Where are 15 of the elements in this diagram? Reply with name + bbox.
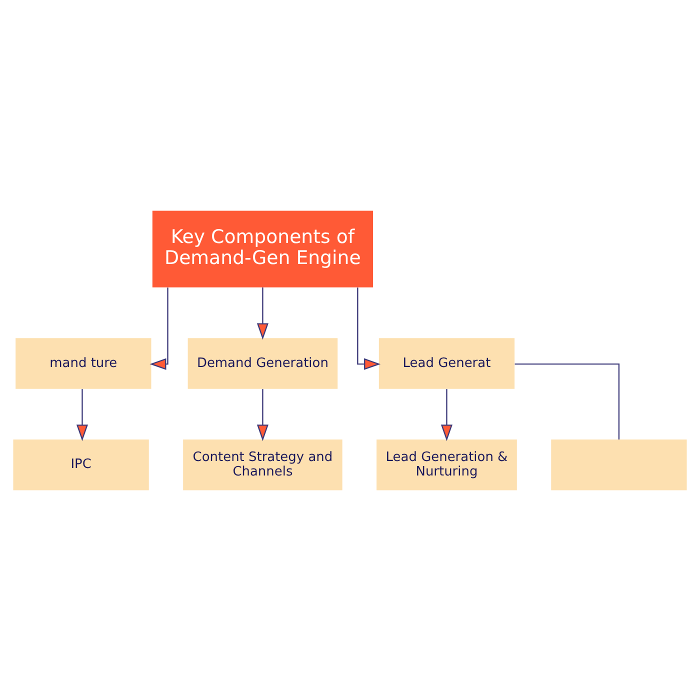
arrow xyxy=(357,287,381,370)
node-box: mand ture xyxy=(16,338,152,388)
node-box: Lead Generation & Nurturing xyxy=(376,439,517,490)
arrow xyxy=(76,388,88,441)
arrow xyxy=(150,287,168,370)
node-box: Key Components of Demand-Gen Engine xyxy=(152,210,373,287)
node-box: IPC xyxy=(13,439,149,490)
arrow xyxy=(256,286,268,340)
connector xyxy=(514,362,620,439)
arrow xyxy=(256,388,268,441)
node-box: Lead Generat xyxy=(378,338,515,388)
node-box: Demand Generation xyxy=(188,338,338,388)
arrow xyxy=(440,388,453,441)
node-box: Content Strategy and Channels xyxy=(183,439,342,490)
node-box xyxy=(551,439,687,490)
